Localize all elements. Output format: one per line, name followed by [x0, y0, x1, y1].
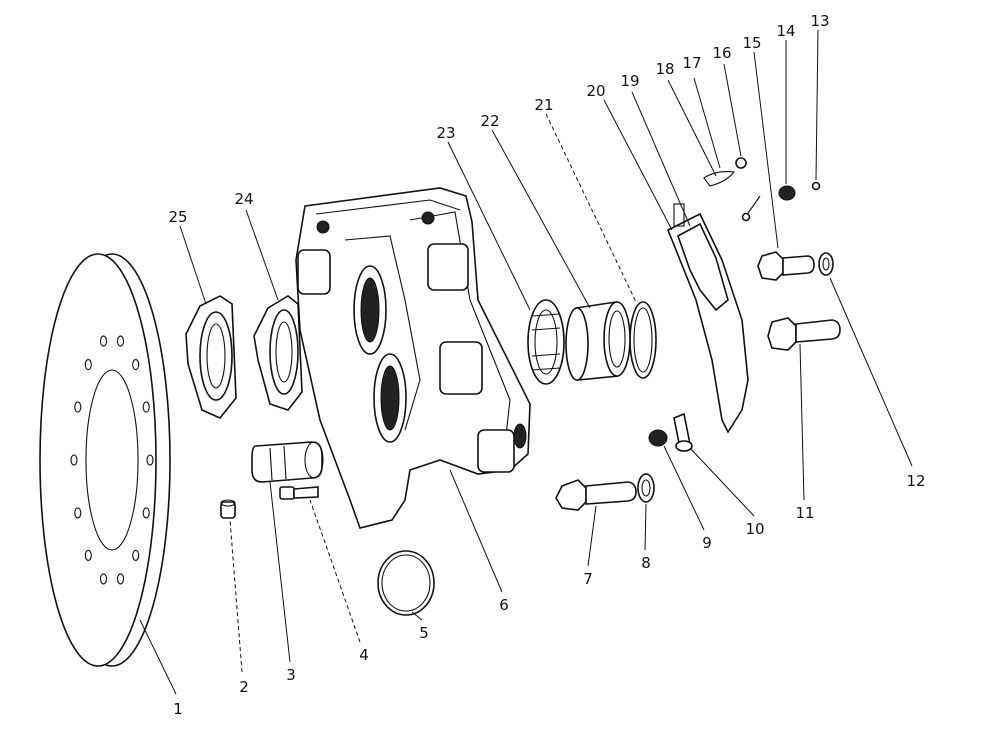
leader-12: [829, 277, 913, 467]
part-12-clip: [818, 252, 834, 276]
part-21-seal-ring: [629, 301, 657, 379]
leader-7: [587, 505, 597, 567]
leader-21: [545, 113, 637, 303]
disc-bolt-hole: [132, 359, 140, 371]
leader-3: [269, 481, 291, 663]
part-19-pad-lining: [673, 203, 729, 312]
leader-8: [644, 503, 647, 551]
disc-bolt-hole: [84, 549, 92, 561]
leader-1: [139, 619, 177, 695]
leader-20: [603, 99, 673, 231]
callout-7: 7: [583, 570, 593, 588]
disc-bolt-hole: [146, 454, 154, 466]
callout-25: 25: [168, 208, 187, 226]
callout-17: 17: [682, 54, 701, 72]
callout-8: 8: [641, 554, 651, 572]
leader-23: [447, 141, 531, 311]
callout-18: 18: [655, 60, 674, 78]
part-11-large-bolt: [767, 317, 841, 351]
leader-9: [663, 445, 705, 531]
part-10-bleeder-screw: [673, 412, 693, 452]
callout-9: 9: [702, 534, 712, 552]
part-3-guide-sleeve: [251, 441, 324, 483]
leader-10: [689, 447, 755, 517]
leader-2: [229, 519, 243, 673]
part-23-dust-boot: [527, 299, 565, 385]
leader-15: [753, 51, 779, 249]
callout-14: 14: [776, 22, 795, 40]
part-24-adapter: [253, 295, 303, 411]
part-22-piston: [565, 301, 631, 381]
callout-16: 16: [712, 44, 731, 62]
disc-bolt-hole: [142, 401, 150, 413]
leader-5: [411, 611, 423, 621]
leader-13: [815, 29, 819, 181]
part-16-pin: [735, 157, 747, 169]
callout-21: 21: [534, 96, 553, 114]
disc-bolt-hole: [84, 359, 92, 371]
part-1-brake-disc: [39, 253, 171, 667]
callout-3: 3: [286, 666, 296, 684]
callout-12: 12: [906, 472, 925, 490]
part-9-nut: [648, 429, 668, 447]
part-8-washer: [637, 473, 655, 503]
part-4-small-bolt: [279, 486, 319, 500]
part-18-pin: [741, 195, 761, 222]
leader-4: [309, 499, 361, 643]
leader-17: [693, 77, 721, 169]
leader-22: [491, 129, 591, 309]
disc-bolt-hole: [99, 335, 108, 347]
part-13-ball: [811, 181, 821, 191]
callouts: 1 2 3 4 5 6 7 8 9 10 11 12 13 14 15 16 1…: [168, 12, 925, 718]
disc-bolt-hole: [70, 454, 78, 466]
leader-24: [245, 209, 279, 301]
callout-4: 4: [359, 646, 369, 664]
callout-11: 11: [795, 504, 814, 522]
part-2-bushing: [220, 499, 236, 519]
disc-bolt-hole: [142, 507, 150, 519]
callout-23: 23: [436, 124, 455, 142]
callout-2: 2: [239, 678, 249, 696]
disc-bolt-hole: [99, 573, 108, 585]
leader-16: [723, 63, 742, 157]
leader-25: [179, 225, 207, 305]
leader-11: [799, 343, 805, 501]
part-25-adapter: [185, 295, 237, 419]
callout-5: 5: [419, 624, 429, 642]
part-20-brake-pad: [666, 212, 749, 434]
part-6-caliper-housing: [295, 187, 531, 529]
leader-lines: [139, 29, 913, 695]
callout-6: 6: [499, 596, 509, 614]
disc-bolt-hole: [116, 573, 125, 585]
part-17-spring-clip: [703, 171, 736, 187]
disc-bolt-hole: [116, 335, 125, 347]
callout-24: 24: [234, 190, 253, 208]
callout-20: 20: [586, 82, 605, 100]
callout-19: 19: [620, 72, 639, 90]
leader-6: [449, 469, 503, 593]
callout-22: 22: [480, 112, 499, 130]
leader-18: [667, 79, 717, 177]
callout-13: 13: [810, 12, 829, 30]
part-7-guide-bolt: [555, 479, 637, 511]
disc-bolt-hole: [74, 401, 82, 413]
part-5-o-ring: [377, 550, 435, 616]
part-15-bolt: [757, 251, 815, 281]
part-14-nut: [778, 185, 796, 201]
leader-19: [631, 91, 691, 227]
disc-bolt-hole: [74, 507, 82, 519]
callout-15: 15: [742, 34, 761, 52]
callout-1: 1: [173, 700, 183, 718]
disc-bolt-hole: [132, 549, 140, 561]
callout-10: 10: [745, 520, 764, 538]
